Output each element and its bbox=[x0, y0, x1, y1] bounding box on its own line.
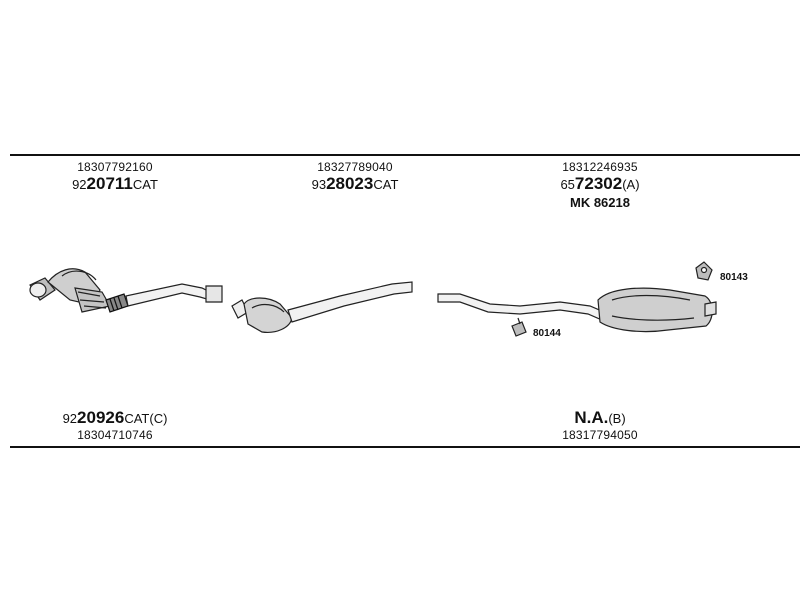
hanger-80143-label: 80143 bbox=[720, 272, 748, 283]
group5-code-suffix: (B) bbox=[608, 411, 626, 426]
group1-oem-number: 18307792160 bbox=[77, 160, 153, 174]
group1-code-prefix: 92 bbox=[72, 177, 87, 192]
flex-pipe bbox=[105, 293, 129, 313]
group4-code-main: 20926 bbox=[77, 408, 125, 427]
group4-code-prefix: 92 bbox=[62, 411, 78, 426]
group1-code-suffix: CAT bbox=[132, 177, 158, 192]
group4-oem-number: 18304710746 bbox=[77, 428, 153, 442]
front-pipe bbox=[125, 283, 223, 307]
group2-code-suffix: CAT bbox=[373, 177, 399, 192]
group4-part-code: 9220926CAT(C) bbox=[40, 408, 190, 427]
group1-part-code: 9220711CAT bbox=[50, 174, 180, 193]
middle-catalytic-converter bbox=[231, 281, 413, 333]
group3-code-prefix: 65 bbox=[560, 177, 575, 192]
bottom-divider bbox=[10, 446, 800, 448]
group1-code-main: 20711 bbox=[86, 174, 133, 193]
hanger-80143-icon bbox=[695, 261, 713, 281]
group3-mounting-kit: MK 86218 bbox=[570, 195, 630, 210]
group5-code-main: N.A. bbox=[574, 408, 609, 427]
hanger-80144-icon bbox=[511, 317, 527, 337]
group3-code-main: 72302 bbox=[574, 174, 623, 193]
group3-part-code: 6572302(A) bbox=[530, 174, 670, 193]
group5-part-code: N.A.(B) bbox=[545, 408, 655, 427]
group2-part-code: 9328023CAT bbox=[290, 174, 420, 193]
group2-code-main: 28023 bbox=[326, 174, 374, 193]
front-catalytic-converter bbox=[29, 268, 111, 313]
group2-code-prefix: 93 bbox=[311, 177, 327, 192]
group3-oem-number: 18312246935 bbox=[562, 160, 638, 174]
group2-oem-number: 18327789040 bbox=[317, 160, 393, 174]
group3-code-suffix: (A) bbox=[622, 177, 640, 192]
top-divider bbox=[10, 154, 800, 156]
rear-silencer bbox=[437, 287, 717, 333]
group4-code-suffix: CAT(C) bbox=[124, 411, 168, 426]
group5-oem-number: 18317794050 bbox=[562, 428, 638, 442]
hanger-80144-label: 80144 bbox=[533, 328, 561, 339]
